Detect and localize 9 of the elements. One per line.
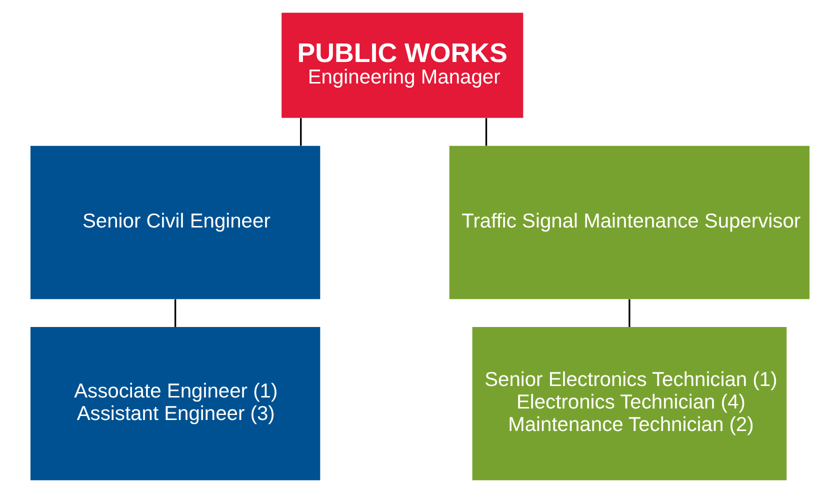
node-box: PUBLIC WORKS Engineering Manager: [281, 12, 523, 118]
node-box: Senior Civil Engineer: [30, 146, 320, 300]
connector: [300, 118, 302, 146]
node-box: Associate Engineer (1) Assistant Engineer (3): [30, 327, 320, 480]
connector: [628, 299, 630, 327]
connector: [484, 118, 487, 146]
node-box: Traffic Signal Maintenance Supervisor: [448, 146, 810, 300]
connector: [174, 299, 176, 327]
node-box: Senior Electronics Technician (1) Electronics Technician (4) Maintenance Technician (2): [472, 327, 786, 480]
